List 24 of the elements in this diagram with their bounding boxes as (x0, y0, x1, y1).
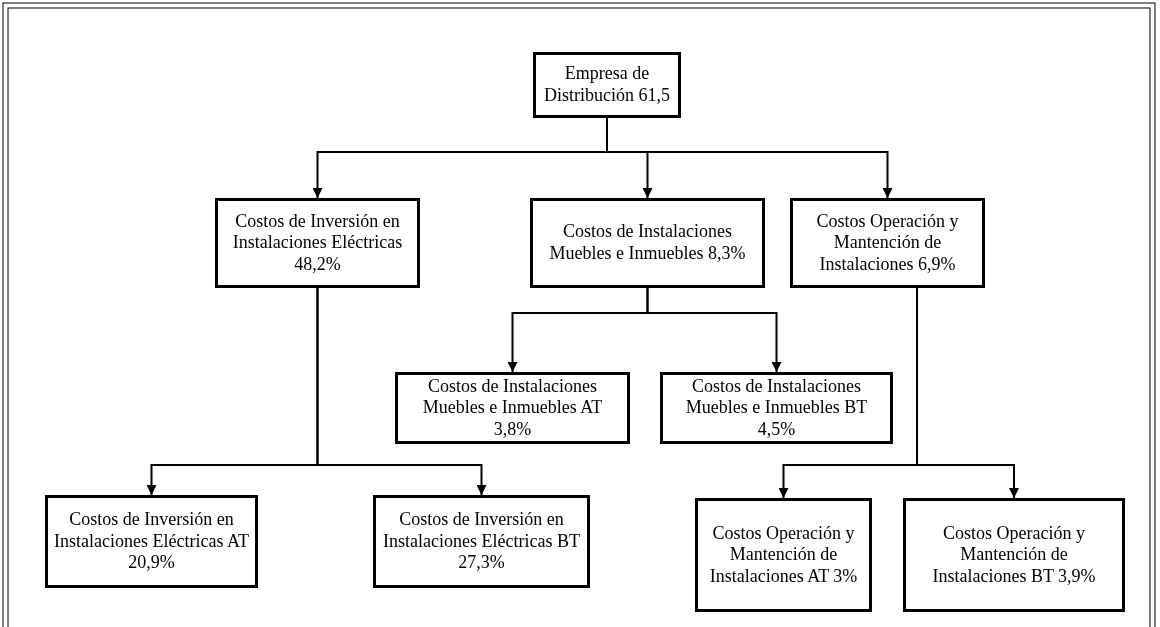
cost-box (660, 372, 893, 444)
cost-box (530, 198, 765, 288)
connector-arrow (916, 287, 1019, 499)
cost-box (395, 372, 630, 444)
box-label: Costos de Inversión en Instalaciones Eléctricas 48,2% (231, 210, 404, 276)
connector-arrow (646, 287, 782, 373)
box-label: Costos de Inversión en Instalaciones Eléctricas AT 20,9% (54, 509, 249, 574)
cost-box (695, 498, 872, 612)
box-label: Costos de Instalaciones Muebles e Inmuebles 8,3% (548, 221, 747, 265)
cost-box (533, 52, 681, 118)
cost-box (903, 498, 1125, 612)
connector-arrow (316, 287, 487, 496)
box-label: Costos Operación y Mantención de Instalaciones BT 3,9% (931, 522, 1097, 588)
box-label: Costos de Instalaciones Muebles e Inmuebles AT 3,8% (421, 375, 604, 441)
cost-box (373, 495, 590, 588)
cost-box (790, 198, 985, 288)
box-label: Costos de Instalaciones Muebles e Inmuebles BT 4,5% (684, 375, 869, 441)
box-label: Costos Operación y Mantención de Instalaciones AT 3% (708, 522, 859, 588)
cost-box (215, 198, 420, 288)
box-label: Costos Operación y Mantención de Instalaciones 6,9% (815, 210, 960, 276)
connector-arrow (606, 117, 893, 199)
cost-box (45, 495, 258, 588)
box-label: Empresa de Distribución 61,5 (543, 63, 671, 107)
box-label: Costos de Inversión en Instalaciones Eléctricas BT 27,3% (382, 509, 581, 574)
